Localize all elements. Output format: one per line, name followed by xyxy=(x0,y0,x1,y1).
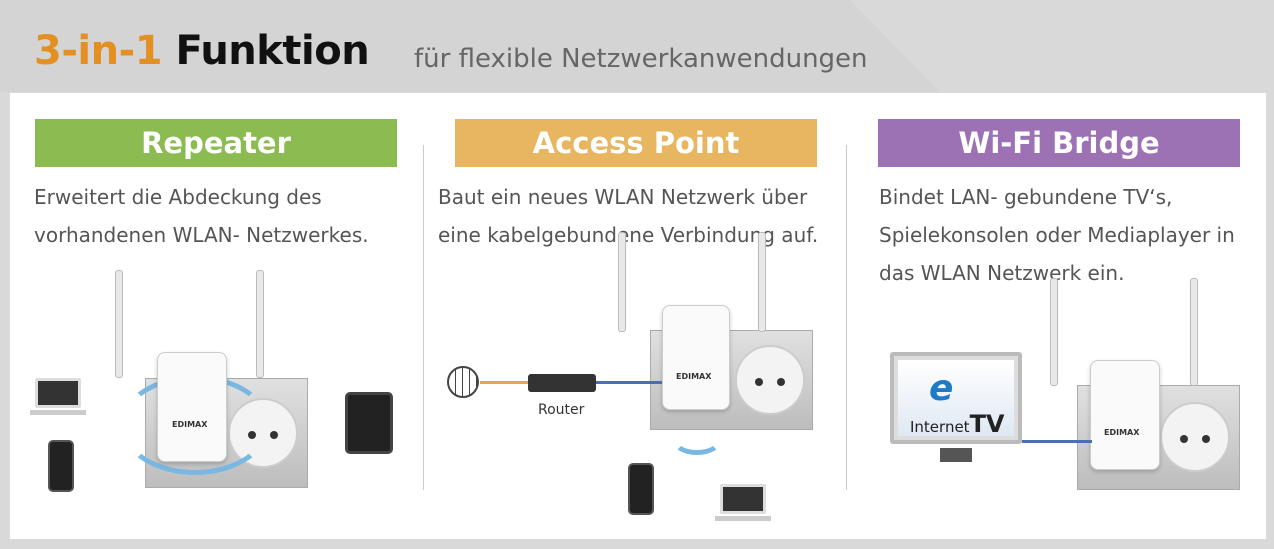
antenna xyxy=(1050,278,1058,386)
tv-stand xyxy=(940,448,972,462)
brand-label: EDIMAX xyxy=(676,372,712,381)
antenna xyxy=(618,232,626,332)
antenna xyxy=(758,232,766,332)
antenna xyxy=(115,270,123,378)
page-subtitle: für flexible Netzwerkanwendungen xyxy=(414,44,868,74)
edimax-device xyxy=(662,305,730,410)
internet-cable xyxy=(480,381,530,384)
antenna xyxy=(1190,278,1198,386)
divider xyxy=(846,145,847,490)
laptop-icon xyxy=(715,484,771,521)
repeater-heading: Repeater xyxy=(35,119,397,167)
smartphone-icon xyxy=(48,440,74,492)
brand-label: EDIMAX xyxy=(172,420,208,429)
lan-cable xyxy=(1022,440,1092,443)
tv-icon: e InternetTV xyxy=(890,352,1022,444)
tv-label: InternetTV xyxy=(910,410,1005,438)
lan-cable xyxy=(596,381,662,384)
outlet xyxy=(735,345,805,415)
smartphone-icon xyxy=(628,463,654,515)
header-tab xyxy=(0,0,940,92)
globe-icon xyxy=(447,366,479,398)
wifi-waves xyxy=(672,425,722,455)
divider xyxy=(423,145,424,490)
outlet xyxy=(1160,402,1230,472)
access-point-heading: Access Point xyxy=(455,119,817,167)
page-title: 3-in-1 Funktion xyxy=(34,28,370,74)
wifi-bridge-heading: Wi-Fi Bridge xyxy=(878,119,1240,167)
wifi-bridge-description: Bindet LAN- gebundene TV‘s,Spielekonsole… xyxy=(879,185,1235,285)
laptop-icon xyxy=(30,378,86,415)
router-icon xyxy=(528,374,596,392)
brand-label: EDIMAX xyxy=(1104,428,1140,437)
router-label: Router xyxy=(538,402,585,418)
antenna xyxy=(256,270,264,378)
ie-logo-icon: e xyxy=(929,368,954,409)
edimax-device xyxy=(1090,360,1160,470)
edimax-device xyxy=(157,352,227,462)
tablet-icon xyxy=(345,392,393,454)
